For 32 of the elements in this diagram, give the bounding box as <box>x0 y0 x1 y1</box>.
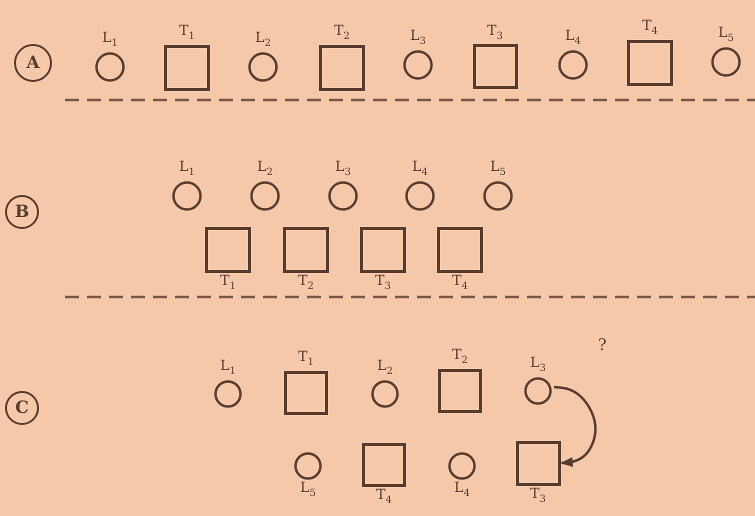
node-label: L$_{5}$ <box>300 480 316 501</box>
node-label: L$_{4}$ <box>454 480 470 501</box>
node-label: L$_{4}$ <box>565 28 581 49</box>
node-label: T$_{2}$ <box>298 273 314 294</box>
node-label: L$_{4}$ <box>412 159 428 180</box>
node-label: T$_{3}$ <box>375 273 391 294</box>
node-label: T$_{2}$ <box>334 23 350 44</box>
section-marker: A <box>14 44 52 82</box>
curved-arrow <box>554 386 597 468</box>
node-label: L$_{2}$ <box>255 30 271 51</box>
node-label: L$_{1}$ <box>102 30 118 51</box>
node-label: T$_{1}$ <box>179 23 195 44</box>
node-label: T$_{4}$ <box>376 487 392 508</box>
node-label: T$_{1}$ <box>298 349 314 370</box>
note-mark: ? <box>598 337 607 353</box>
section-marker: B <box>5 195 39 229</box>
node-label: T$_{1}$ <box>220 273 236 294</box>
node-label: T$_{2}$ <box>452 347 468 368</box>
node-label: L$_{1}$ <box>179 159 195 180</box>
node-label: L$_{2}$ <box>377 358 393 379</box>
node-label: T$_{4}$ <box>452 273 468 294</box>
node-label: L$_{3}$ <box>530 355 546 376</box>
node-label: L$_{1}$ <box>220 358 236 379</box>
node-label: L$_{3}$ <box>335 159 351 180</box>
node-label: T$_{3}$ <box>487 22 503 44</box>
node-label: T$_{3}$ <box>530 486 546 506</box>
node-label: T$_{4}$ <box>642 18 658 39</box>
section-marker: C <box>5 391 39 425</box>
node-label: L$_{2}$ <box>257 159 273 180</box>
node-label: L$_{5}$ <box>490 159 506 180</box>
node-label: L$_{3}$ <box>410 28 426 49</box>
node-label: L$_{5}$ <box>718 25 734 46</box>
